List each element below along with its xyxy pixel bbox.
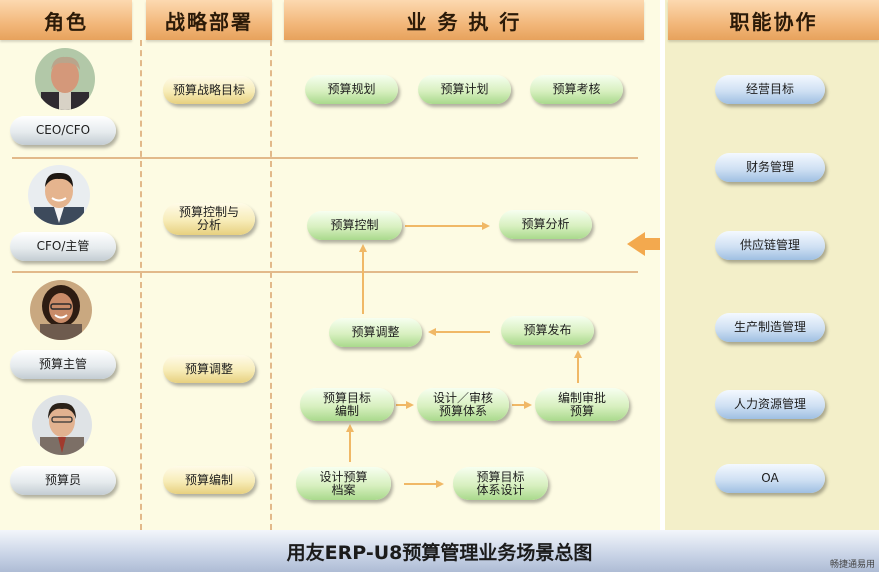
exec-budget-adjust[interactable]: 预算调整 [329,318,422,347]
exec-design-review[interactable]: 设计／审核 预算体系 [417,388,509,421]
role-ceo-cfo[interactable]: CEO/CFO [10,116,116,145]
exec-budget-analysis[interactable]: 预算分析 [499,210,592,239]
exec-target-compile[interactable]: 预算目标 编制 [300,388,394,421]
avatar [30,280,92,340]
function-business-target[interactable]: 经营目标 [715,75,825,104]
header-function: 职能协作 [668,0,879,40]
role-budget-manager[interactable]: 预算主管 [10,350,116,379]
role-budget-clerk[interactable]: 预算员 [10,466,116,495]
exec-budget-control[interactable]: 预算控制 [307,211,402,240]
exec-budget-assess[interactable]: 预算考核 [530,75,623,104]
header-role: 角色 [0,0,132,40]
row-divider [12,157,638,159]
exec-budget-schedule[interactable]: 预算计划 [418,75,511,104]
function-finance[interactable]: 财务管理 [715,153,825,182]
exec-archive-design[interactable]: 设计预算 档案 [296,467,391,500]
watermark: 畅捷通易用 [829,560,875,570]
avatar [28,165,90,225]
diagram-title: 用友ERP-U8预算管理业务场景总图 [0,530,879,572]
strategy-budget-target[interactable]: 预算战略目标 [163,76,255,104]
strategy-control-analysis[interactable]: 预算控制与 分析 [163,203,255,235]
function-oa[interactable]: OA [715,464,825,493]
avatar [32,395,92,455]
strategy-budget-adjust[interactable]: 预算调整 [163,355,255,383]
strategy-budget-compile[interactable]: 预算编制 [163,466,255,494]
avatar [35,48,95,110]
row-divider [12,271,638,273]
exec-budget-publish[interactable]: 预算发布 [501,316,594,345]
header-execution: 业 务 执 行 [284,0,644,40]
function-hr[interactable]: 人力资源管理 [715,390,825,419]
header-strategy: 战略部署 [146,0,272,40]
column-divider [270,40,272,530]
exec-budget-plan[interactable]: 预算规划 [305,75,398,104]
role-cfo-manager[interactable]: CFO/主管 [10,232,116,261]
function-supply-chain[interactable]: 供应链管理 [715,231,825,260]
exec-target-system[interactable]: 预算目标 体系设计 [453,467,548,500]
function-manufacturing[interactable]: 生产制造管理 [715,313,825,342]
exec-compile-approve[interactable]: 编制审批 预算 [535,388,629,421]
column-divider [140,40,142,530]
collaboration-arrow [627,232,660,256]
